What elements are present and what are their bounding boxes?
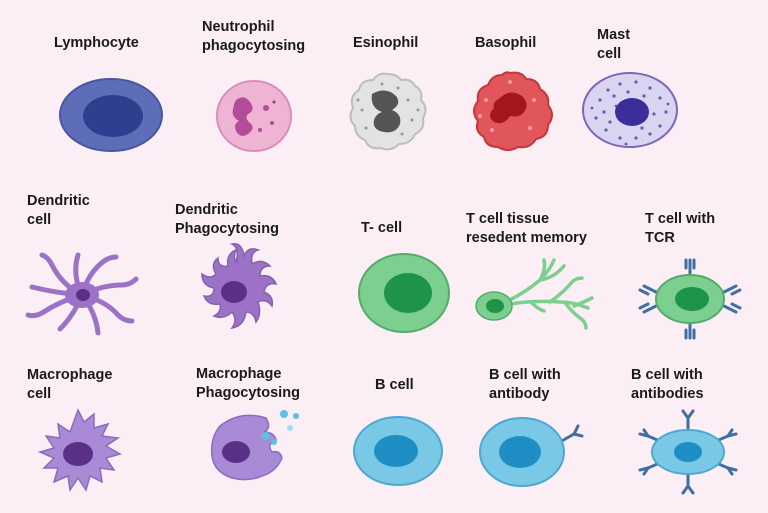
label-mast-cell: Mast cell [597,27,631,62]
macrophage-cell [37,408,122,493]
label-esinophil: Esinophil [353,35,419,51]
neutrophil-phagocytosing-cell [216,80,292,152]
b-cell [353,416,443,486]
label-b-cell-with-antibody: B cell with antibody [489,367,561,402]
dendritic-cell [25,252,139,336]
label-dendritic-cell: Dendritic cell [27,193,90,228]
lymphocyte-cell [59,78,163,152]
label-dendritic-phagocytosing: Dendritic Phagocytosing [175,202,279,237]
dendritic-phagocytosing-cell [201,243,278,330]
b-cell-with-antibody [479,417,584,487]
mast-cell [582,72,678,148]
label-macrophage-phagocytosing: Macrophage Phagocytosing [196,366,300,401]
t-cell-with-tcr [638,258,742,340]
label-lymphocyte: Lymphocyte [54,35,139,51]
esinophil-cell [349,72,427,151]
label-b-cell-with-antibodies: B cell with antibodies [631,367,704,402]
label-t-cell: T- cell [361,220,403,236]
t-cell-tissue-resident-memory [475,258,594,330]
label-basophil: Basophil [475,35,537,51]
label-t-cell-with-tcr: T cell with TCR [645,211,716,246]
b-cell-with-antibodies [638,409,738,495]
t-cell [358,253,450,333]
label-b-cell: B cell [375,377,414,393]
label-neutrophil-phagocytosing: Neutrophil phagocytosing [202,19,306,54]
basophil-cell [473,71,553,151]
macrophage-phagocytosing-cell [210,410,299,481]
label-macrophage-cell: Macrophage cell [27,367,113,402]
label-t-cell-tissue-resident-memory: T cell tissue resedent memory [466,211,587,246]
